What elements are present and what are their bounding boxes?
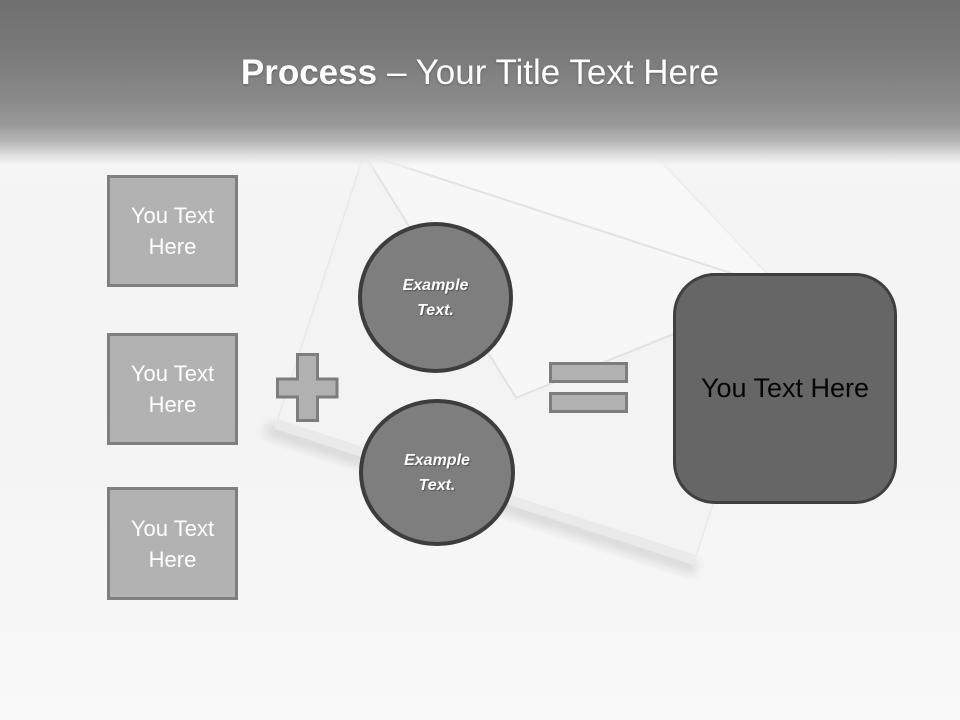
text-box-1: You Text Here (107, 175, 238, 287)
equals-icon (549, 392, 628, 413)
text-box-1-label: You Text Here (130, 203, 215, 259)
plus-icon (276, 353, 339, 422)
text-box-2: You Text Here (107, 333, 238, 445)
slide-title: Process– Your Title Text Here (0, 52, 960, 94)
title-rest: – Your Title Text Here (387, 53, 720, 92)
equals-icon (549, 362, 628, 383)
result-box: You Text Here (673, 273, 897, 504)
example-circle-2: Example Text. (359, 399, 515, 546)
text-box-3: You Text Here (107, 487, 238, 600)
text-box-3-label: You Text Here (130, 515, 215, 572)
title-bold: Process (240, 53, 378, 92)
example-circle-1-label: Example Text. (402, 276, 469, 319)
example-circle-2-label: Example Text. (404, 451, 470, 494)
text-box-2-label: You Text Here (130, 361, 215, 417)
result-box-label: You Text Here (700, 373, 870, 403)
example-circle-1: Example Text. (358, 222, 513, 373)
